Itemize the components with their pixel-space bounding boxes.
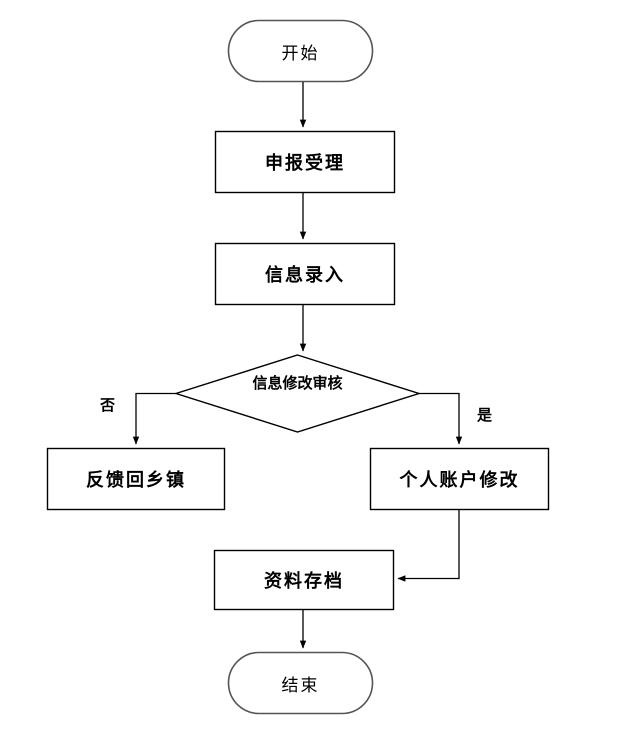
edge-label-no: 否 [100,396,116,414]
node-shape-end-oval [227,651,374,715]
node-shape-start-oval [227,19,374,83]
node-shape-feedback-box [46,447,226,511]
node-shape-accept-box [214,130,396,194]
node-shape-review-diamond [173,354,422,433]
node-shape-modify-box [369,447,550,511]
edge-review-to-feedback [132,392,176,445]
edge-modify-to-archive [397,509,460,582]
edge-label-yes: 是 [477,406,493,424]
edge-review-to-modify [419,392,463,445]
node-shape-archive-box [213,549,395,611]
node-shape-entry-box [214,242,396,306]
